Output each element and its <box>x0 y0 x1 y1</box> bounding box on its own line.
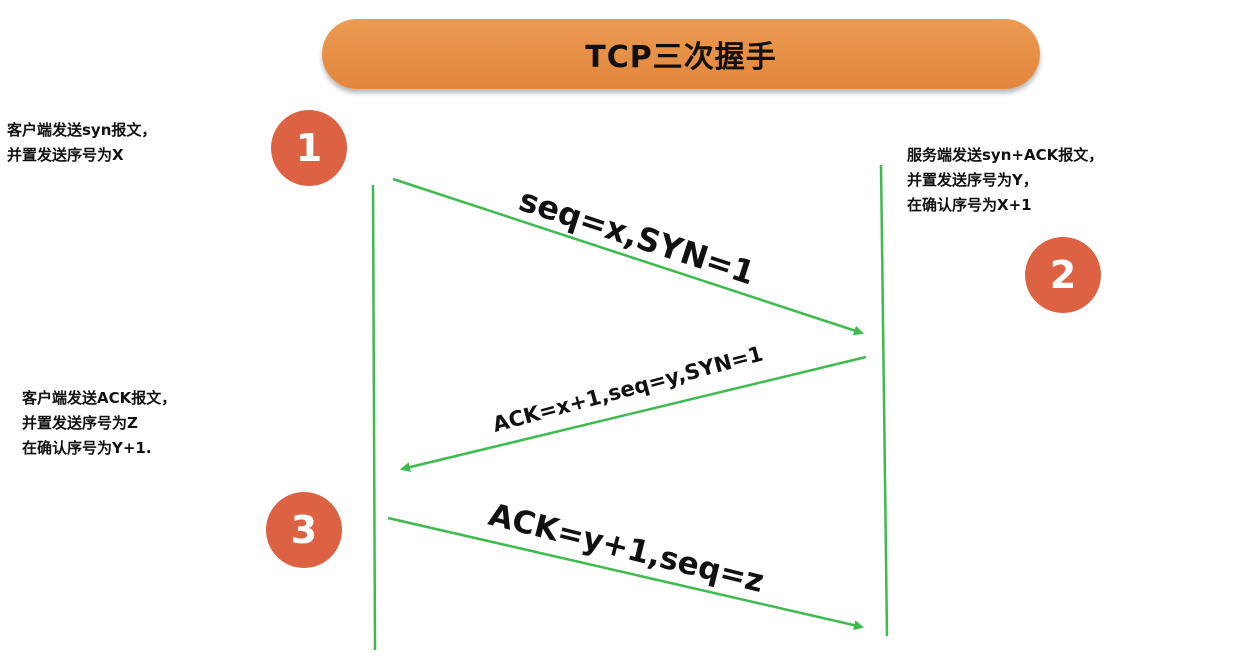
server-syn-ack-note: 服务端发送syn+ACK报文， 并置发送序号为Y， 在确认序号为X+1 <box>907 143 1103 218</box>
client-syn-note-line: 并置发送序号为X <box>7 146 124 164</box>
syn-ack-message-label: ACK=x+1,seq=y,SYN=1 <box>490 341 766 436</box>
client-ack-note: 客户端发送ACK报文， 并置发送序号为Z 在确认序号为Y+1. <box>22 386 176 461</box>
syn-ack-arrow <box>400 355 867 472</box>
step-3-badge: 3 <box>266 492 342 568</box>
ack-arrow <box>387 516 864 631</box>
server-syn-ack-note-line: 服务端发送syn+ACK报文， <box>907 146 1104 164</box>
title-banner: TCP三次握手 <box>322 19 1040 89</box>
diagram-title: TCP三次握手 <box>585 40 777 75</box>
syn-message-label: seq=x,SYN=1 <box>515 180 760 292</box>
client-ack-note-line: 在确认序号为Y+1. <box>22 439 152 457</box>
client-ack-note-line: 并置发送序号为Z <box>22 414 138 432</box>
step-1-badge: 1 <box>271 110 347 186</box>
step-2-badge: 2 <box>1025 237 1101 313</box>
ack-message-label: ACK=y+1,seq=z <box>485 497 767 600</box>
server-syn-ack-note-line: 在确认序号为X+1 <box>907 196 1032 214</box>
client-syn-note: 客户端发送syn报文， 并置发送序号为X <box>7 118 156 168</box>
client-lifeline <box>371 184 377 651</box>
syn-arrow <box>392 177 864 336</box>
client-ack-note-line: 客户端发送ACK报文， <box>22 389 177 407</box>
server-syn-ack-note-line: 并置发送序号为Y， <box>907 171 1038 189</box>
client-syn-note-line: 客户端发送syn报文， <box>7 121 157 139</box>
server-lifeline <box>879 164 889 637</box>
